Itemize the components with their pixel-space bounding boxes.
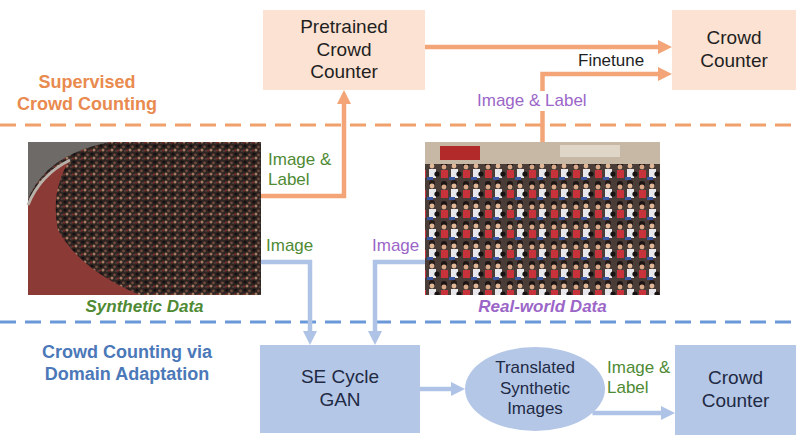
flow-arrow <box>420 387 451 392</box>
ellipse-shape <box>465 347 605 431</box>
flow-arrow <box>592 411 661 416</box>
dashed-divider <box>0 124 799 127</box>
node-text-wrap: SE Cycle GAN <box>290 366 390 412</box>
real-crowd-image <box>425 142 660 295</box>
node-label: Crowd Counter <box>684 27 784 73</box>
node-text-wrap: Translated Synthetic Images <box>489 358 581 419</box>
process-box: Crowd Counter <box>675 345 796 435</box>
image-caption: Real-world Data <box>405 297 680 317</box>
image-node: Synthetic Data <box>28 142 261 295</box>
node-label: SE Cycle GAN <box>290 366 390 412</box>
flow-arrow <box>261 104 344 196</box>
process-box: SE Cycle GAN <box>260 345 420 433</box>
node-text-wrap: Crowd Counter <box>684 27 784 73</box>
section-title: Supervised Crowd Counting <box>12 72 162 115</box>
edge-label: Finetune <box>578 51 658 71</box>
edge-label: Image & Label <box>268 150 332 191</box>
flow-arrow <box>375 262 425 331</box>
connector-note: Image & Label <box>474 91 590 111</box>
node-label: Pretrained Crowd Counter <box>288 16 400 84</box>
flow-arrow <box>425 45 658 50</box>
section-title: Crowd Counting via Domain Adaptation <box>22 342 232 385</box>
dashed-divider <box>0 321 799 324</box>
image-caption: Synthetic Data <box>8 297 281 317</box>
process-box: Pretrained Crowd Counter <box>263 10 425 90</box>
edge-label: Image & Label <box>607 358 671 399</box>
node-text-wrap: Crowd Counter <box>687 367 785 413</box>
process-box: Crowd Counter <box>672 10 796 90</box>
node-text-wrap: Pretrained Crowd Counter <box>288 16 400 84</box>
flow-arrow <box>261 262 310 331</box>
data-ellipse: Translated Synthetic Images <box>465 347 605 431</box>
node-label: Translated Synthetic Images <box>489 358 581 419</box>
node-label: Crowd Counter <box>687 367 785 413</box>
edge-label: Image <box>266 236 326 256</box>
synthetic-crowd-image <box>28 142 261 295</box>
image-node: Real-world Data <box>425 142 660 295</box>
edge-label: Image <box>372 236 432 256</box>
